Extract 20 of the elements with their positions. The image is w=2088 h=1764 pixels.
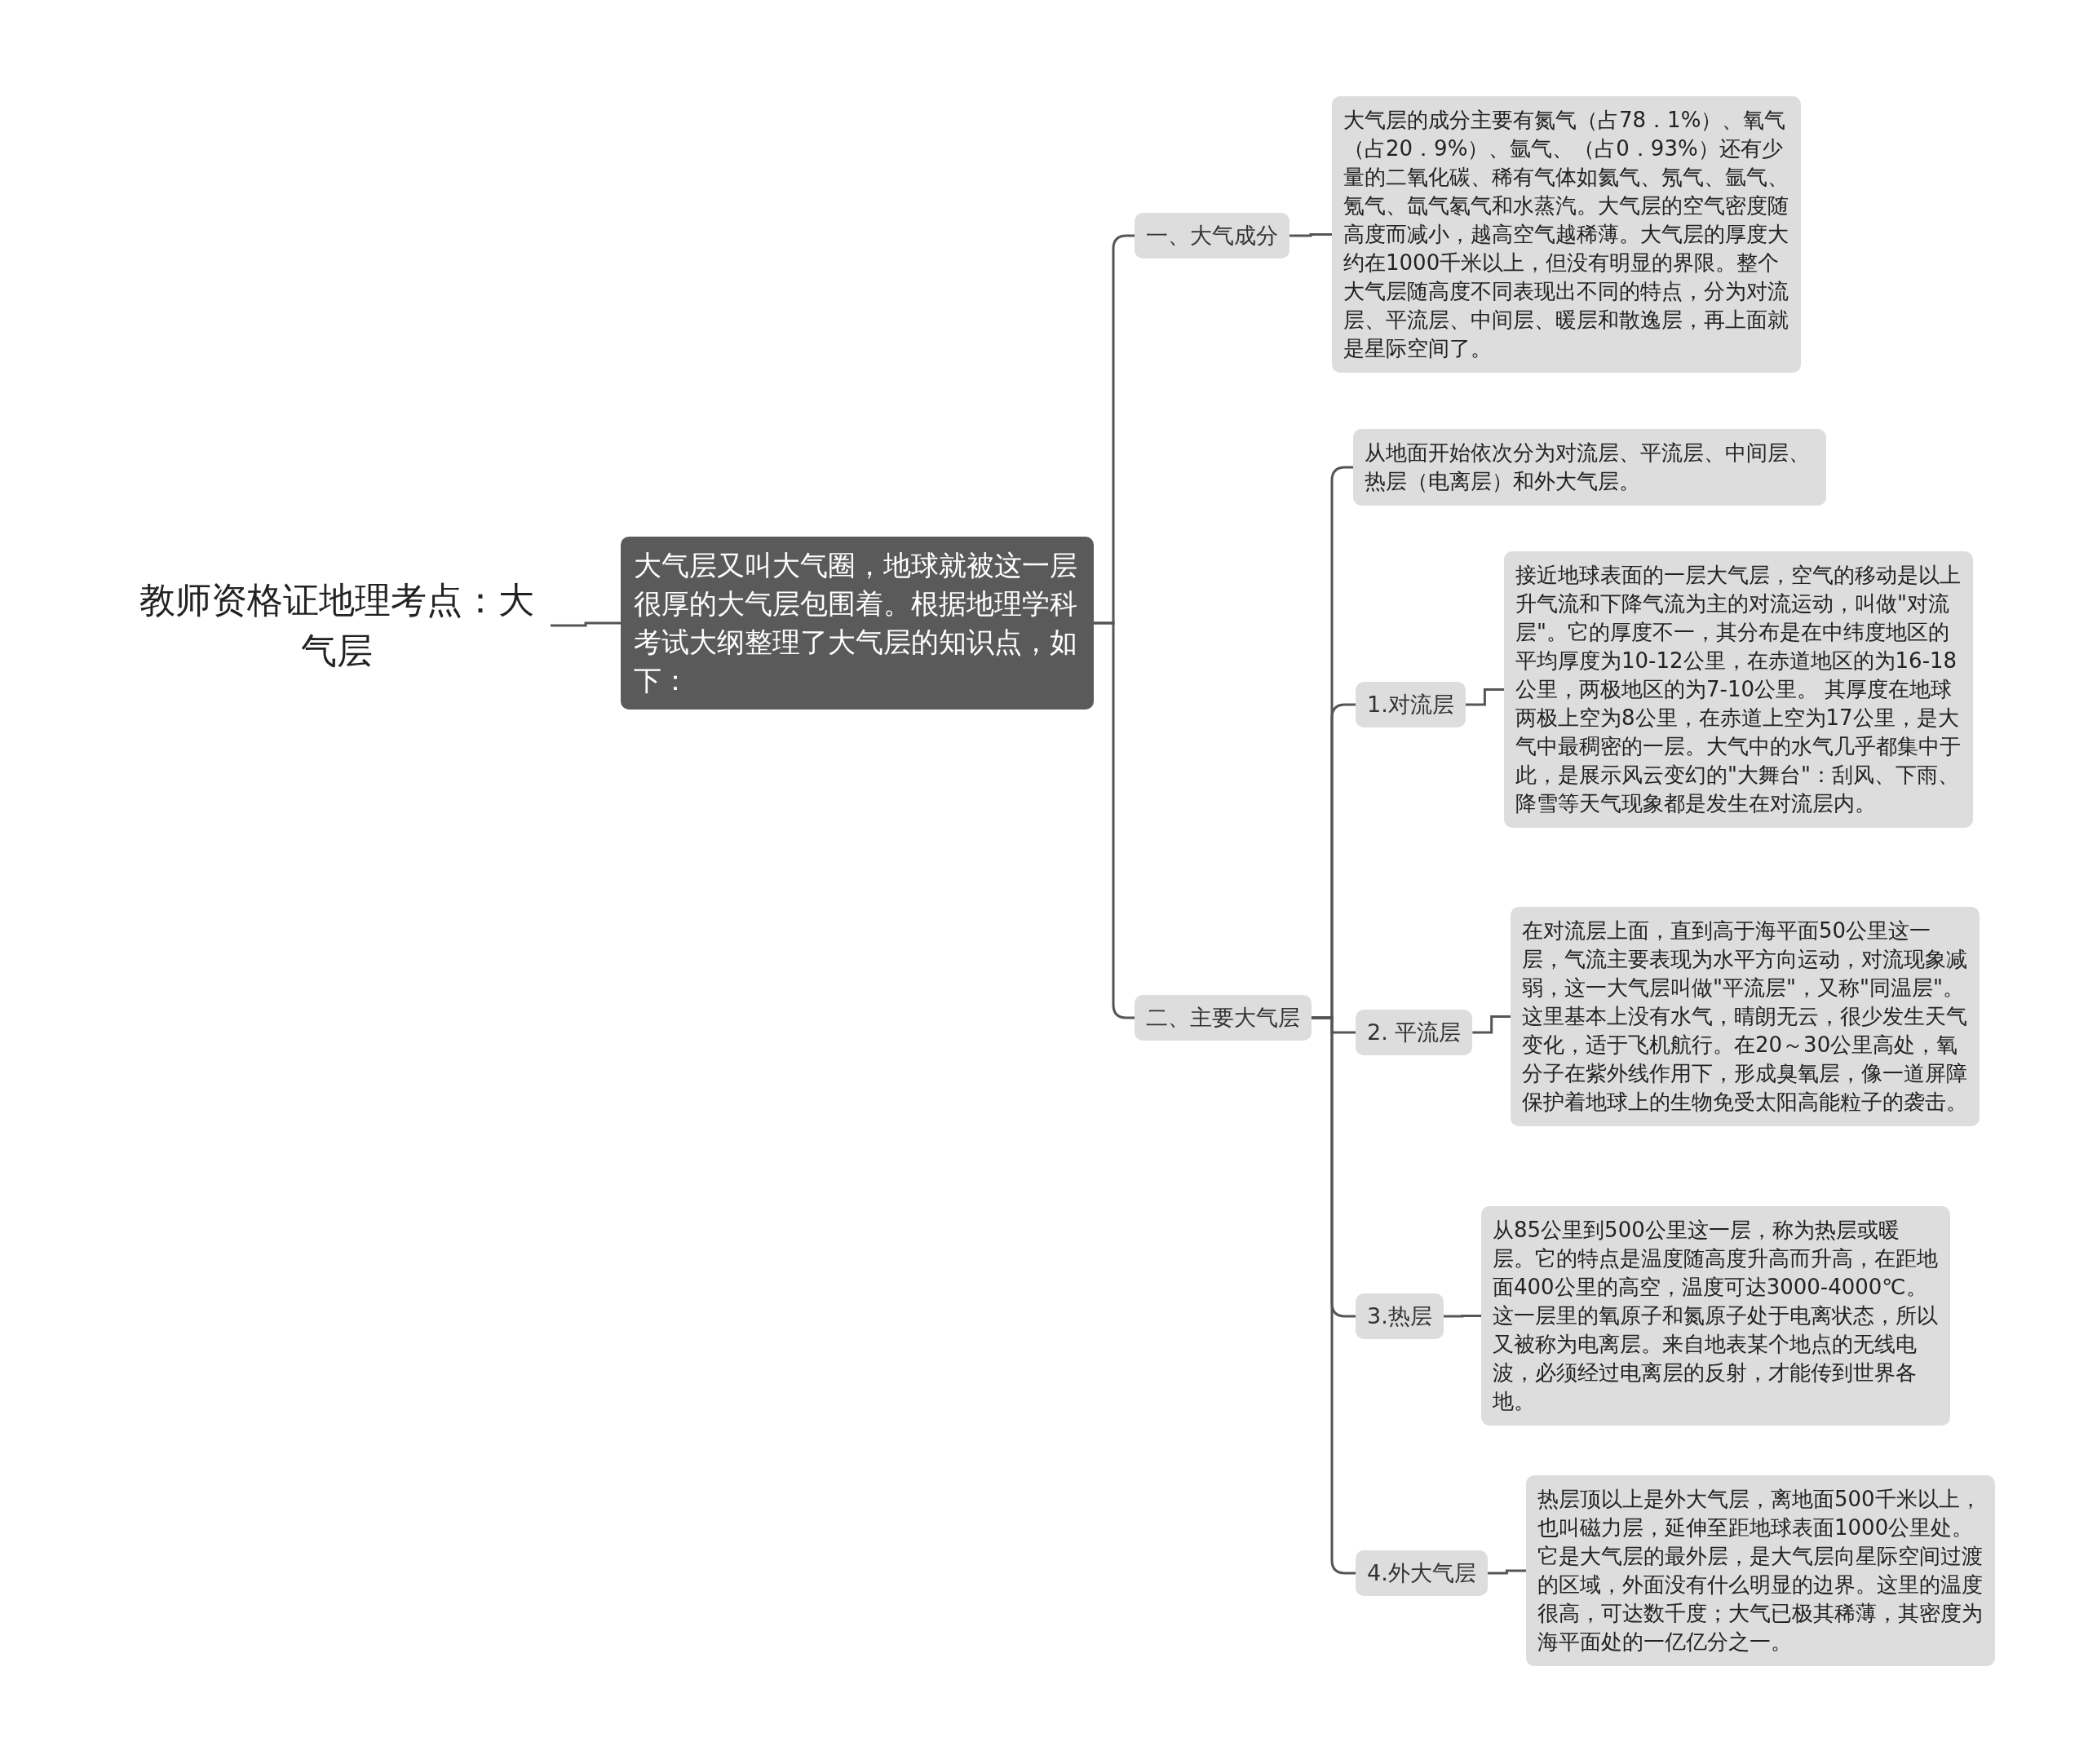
connector-line [1487, 1569, 1526, 1575]
note-box: 从85公里到500公里这一层，称为热层或暖层。它的特点是温度随高度升高而升高，在距地面400公里的高空，温度可达3000-4000℃。这一层里的氧原子和氮原子处于电离状态，所以又被称为电离层。来自地表某个地点的无线电波，必须经过电离层的反射，才能传到世界各地。 [1481, 1206, 1950, 1426]
connector-line [551, 621, 621, 627]
branch-topic-box: 1.对流层 [1356, 682, 1466, 727]
branch-topic-box: 2. 平流层 [1356, 1010, 1473, 1055]
note-box: 热层顶以上是外大气层，离地面500千米以上，也叫磁力层，延伸至距地球表面1000公里处。它是大气层的最外层，是大气层向星际空间过渡的区域，外面没有什么明显的边界。这里的温度很高，可达数千度；大气已极其稀薄，其密度为海平面处的一亿亿分之一。 [1526, 1475, 1995, 1666]
connector-line [1472, 1015, 1511, 1034]
branch-topic-box: 二、主要大气层 [1135, 995, 1312, 1041]
connector-line [1443, 1315, 1481, 1318]
note-box: 在对流层上面，直到高于海平面50公里这一层，气流主要表现为水平方向运动，对流现象减弱，这一大气层叫做"平流层"，又称"同温层"。这里基本上没有水气，晴朗无云，很少发生天气变化，适于飞机航行。在20～30公里高处，氧分子在紫外线作用下，形成臭氧层，像一道屏障保护着地球上的生物免受太阳高能粒子的袭击。 [1511, 907, 1980, 1126]
branch-topic-box: 4.外大气层 [1356, 1550, 1488, 1596]
connector-line [1465, 688, 1504, 706]
branch-topic-box: 一、大气成分 [1135, 213, 1290, 259]
note-box: 从地面开始依次分为对流层、平流层、中间层、热层（电离层）和外大气层。 [1353, 429, 1826, 506]
branch-topic-box: 3.热层 [1356, 1293, 1444, 1339]
title-text: 教师资格证地理考点：大气层 [122, 575, 551, 676]
note-box: 接近地球表面的一层大气层，空气的移动是以上升气流和下降气流为主的对流运动，叫做"对流层"。它的厚度不一，其分布是在中纬度地区的平均厚度为10-12公里，在赤道地区的为16-18公里，两极地区的为7-10公里。 其厚度在地球两极上空为8公里，在赤道上空为17公里，是大气中最稠密的一层。大气中的水气几乎都集中于此，是展示风云变幻的"大舞台"：刮风、下雨、降雪等天气现象都是发生在对流层内。 [1504, 551, 1973, 828]
connector-line [1290, 233, 1332, 237]
central-topic-box: 大气层又叫大气圈，地球就被这一层很厚的大气层包围着。根据地理学科考试大纲整理了大气层的知识点，如下： [621, 537, 1094, 710]
note-box: 大气层的成分主要有氮气（占78．1%）、氧气（占20．9%）、氩气、（占0．93%）还有少量的二氧化碳、稀有气体如氦气、氖气、氩气、氪气、氙气氡气和水蒸汽。大气层的空气密度随高度而减小，越高空气越稀薄。大气层的厚度大约在1000千米以上，但没有明显的界限。整个大气层随高度不同表现出不同的特点，分为对流层、平流层、中间层、暖层和散逸层，再上面就是星际空间了。 [1332, 96, 1801, 373]
